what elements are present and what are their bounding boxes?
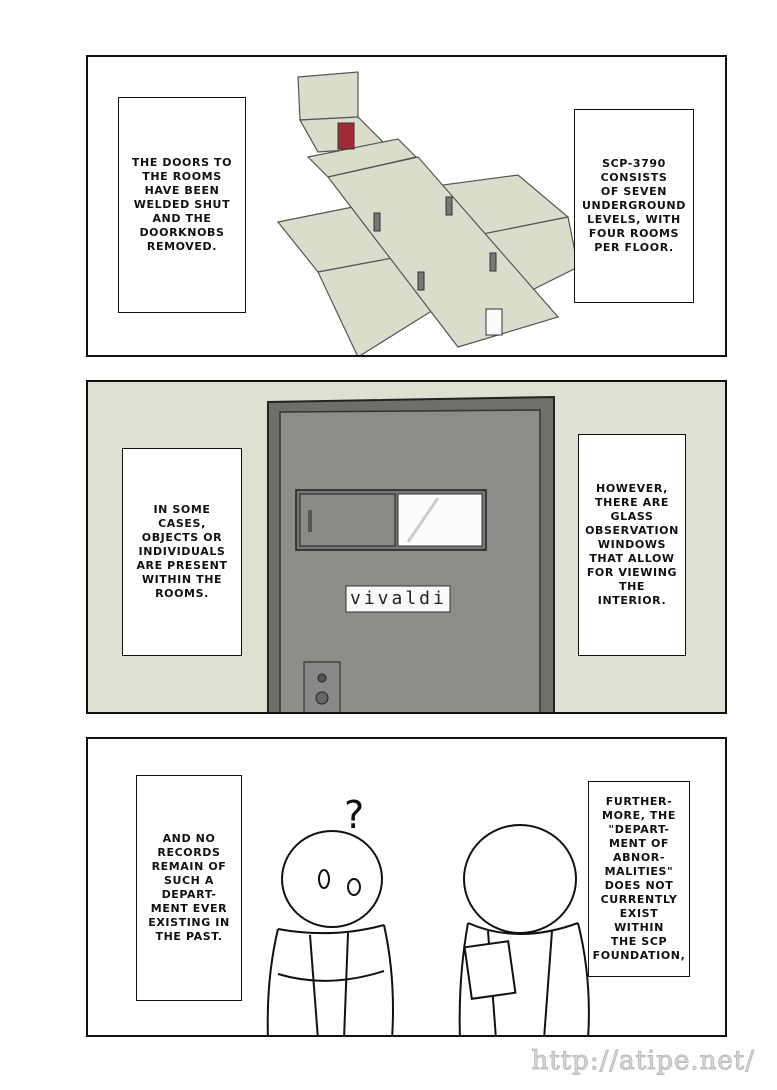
- nameplate: [345, 585, 451, 613]
- white-door: [485, 308, 503, 336]
- lock-plate: [303, 661, 341, 712]
- panel-door: vivaldi IN SOME CASES, OBJECTS OR INDIVI…: [86, 380, 727, 714]
- caption-observation-windows: HOWEVER, THERE ARE GLASS OBSERVATION WIN…: [578, 434, 686, 656]
- caption-objects-present: IN SOME CASES, OBJECTS OR INDIVIDUALS AR…: [122, 448, 242, 656]
- red-door: [337, 122, 355, 150]
- nameplate-label: vivaldi: [350, 588, 447, 609]
- tablet: [463, 940, 517, 1000]
- right-figure-head: [463, 824, 577, 934]
- floor-plan-illustration: [276, 71, 579, 355]
- figures-illustration: [266, 824, 590, 1035]
- watermark: http://atipe.net/: [531, 1046, 755, 1077]
- caption-department-abnormalities: FURTHER- MORE, THE "DEPART- MENT OF ABNO…: [588, 781, 690, 977]
- caption-no-records: AND NO RECORDS REMAIN OF SUCH A DEPART- …: [136, 775, 242, 1001]
- left-figure-head: [281, 830, 383, 928]
- door-illustration: [267, 395, 555, 712]
- caption-scp-levels: SCP-3790 CONSISTS OF SEVEN UNDERGROUND L…: [574, 109, 694, 303]
- sliding-cover: [299, 493, 396, 547]
- panel-floor-plan: THE DOORS TO THE ROOMS HAVE BEEN WELDED …: [86, 55, 727, 357]
- question-mark: ?: [344, 793, 365, 837]
- panel-figures: ? AND NO RECORDS REMAIN OF SUCH A DEPART…: [86, 737, 727, 1037]
- caption-doors-welded: THE DOORS TO THE ROOMS HAVE BEEN WELDED …: [118, 97, 246, 313]
